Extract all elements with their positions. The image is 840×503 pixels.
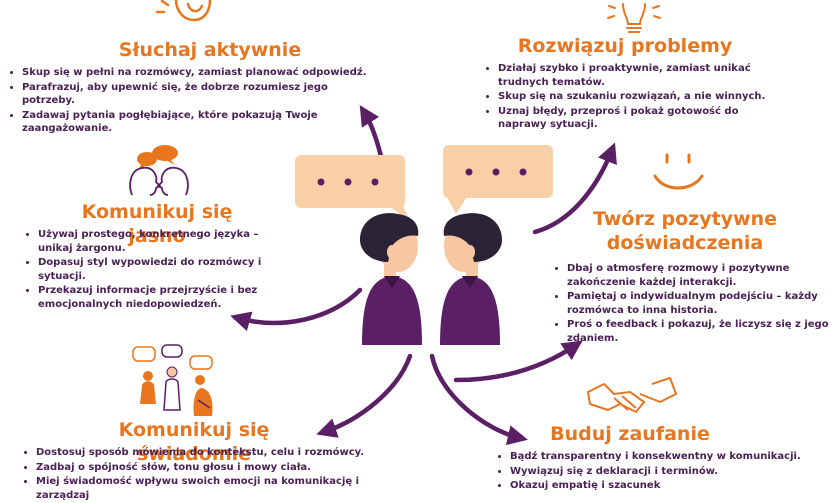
list-item: Wywiązuj się z deklaracji i terminów. xyxy=(510,465,816,479)
list-item: Dostosuj sposób mówienia do kontekstu, c… xyxy=(36,446,382,460)
list-item: Dbaj o atmosferę rozmowy i pozytywne zak… xyxy=(567,262,838,289)
aware-title: Komunikuj się świadomie xyxy=(118,419,270,465)
illustration-canvas xyxy=(129,0,704,446)
trust-title-wrap: Buduj zaufanie xyxy=(545,422,715,446)
list-item: Parafrazuj, aby upewnić się, że dobrze r… xyxy=(22,81,368,108)
listen-title-wrap: Słuchaj aktywnie xyxy=(100,38,320,62)
list-item: Bądź transparentny i konsekwentny w komu… xyxy=(510,450,816,464)
speaking-heads-icon xyxy=(129,145,189,196)
left-person-figure xyxy=(360,213,422,345)
list-item: Skup się w pełni na rozmówcy, zamiast pl… xyxy=(22,66,368,80)
positive-list: Dbaj o atmosferę rozmowy i pozytywne zak… xyxy=(553,262,838,345)
aware-list: Dostosuj sposób mówienia do kontekstu, c… xyxy=(22,446,382,502)
list-item: Zadbaj o spójność słów, tonu głosu i mow… xyxy=(36,461,382,475)
listen-list: Skup się w pełni na rozmówcy, zamiast pl… xyxy=(8,66,368,136)
handshake-icon xyxy=(587,377,677,413)
list-item: Okazuj empatię i szacunek xyxy=(510,479,816,493)
solve-title: Rozwiązuj problemy xyxy=(517,35,733,57)
group-discussion-icon xyxy=(132,344,213,416)
listen-title: Słuchaj aktywnie xyxy=(118,39,302,61)
ear-icon xyxy=(155,0,212,22)
smiley-icon xyxy=(653,153,704,190)
positive-title: Twórz pozytywne doświadczenia xyxy=(592,208,778,254)
listen-section: Skup się w pełni na rozmówcy, zamiast pl… xyxy=(8,60,368,137)
solve-title-wrap: Rozwiązuj problemy xyxy=(505,34,745,58)
list-item: Używaj prostego, konkretnego języka – un… xyxy=(38,228,284,255)
list-item: Przekazuj informacje przejrzyście i bez … xyxy=(38,284,284,311)
list-item: Pamiętaj o indywidualnym podejściu – każ… xyxy=(567,290,838,317)
speech-bubble-icon xyxy=(295,145,553,222)
clear-section: Używaj prostego, konkretnego języka – un… xyxy=(24,222,284,312)
list-item: Działaj szybko i proaktywnie, zamiast un… xyxy=(498,62,774,89)
clear-list: Używaj prostego, konkretnego języka – un… xyxy=(24,228,284,311)
connector-arrows xyxy=(230,105,617,446)
clear-title-wrap: Komunikuj się jasno xyxy=(52,200,262,248)
clear-title: Komunikuj się jasno xyxy=(81,201,233,247)
aware-title-wrap: Komunikuj się świadomie xyxy=(64,418,324,466)
lightbulb-icon xyxy=(607,3,661,33)
list-item: Dopasuj styl wypowiedzi do rozmówcy i sy… xyxy=(38,256,284,283)
list-item: Miej świadomość wpływu swoich emocji na … xyxy=(36,475,382,502)
list-item: Proś o feedback i pokazuj, że liczysz si… xyxy=(567,318,838,345)
trust-title: Buduj zaufanie xyxy=(550,423,710,445)
positive-title-wrap: Twórz pozytywne doświadczenia xyxy=(590,207,780,255)
trust-section: Bądź transparentny i konsekwentny w komu… xyxy=(496,444,816,494)
list-item: Uznaj błędy, przeproś i pokaż gotowość d… xyxy=(498,105,774,132)
positive-section: Dbaj o atmosferę rozmowy i pozytywne zak… xyxy=(553,256,838,346)
solve-list: Działaj szybko i proaktywnie, zamiast un… xyxy=(484,62,774,132)
list-item: Skup się na szukaniu rozwiązań, a nie wi… xyxy=(498,90,774,104)
right-person-figure xyxy=(440,213,502,345)
solve-section: Działaj szybko i proaktywnie, zamiast un… xyxy=(484,56,774,133)
aware-section: Dostosuj sposób mówienia do kontekstu, c… xyxy=(22,440,382,503)
trust-list: Bądź transparentny i konsekwentny w komu… xyxy=(496,450,816,493)
list-item: Zadawaj pytania pogłębiające, które poka… xyxy=(22,109,368,136)
